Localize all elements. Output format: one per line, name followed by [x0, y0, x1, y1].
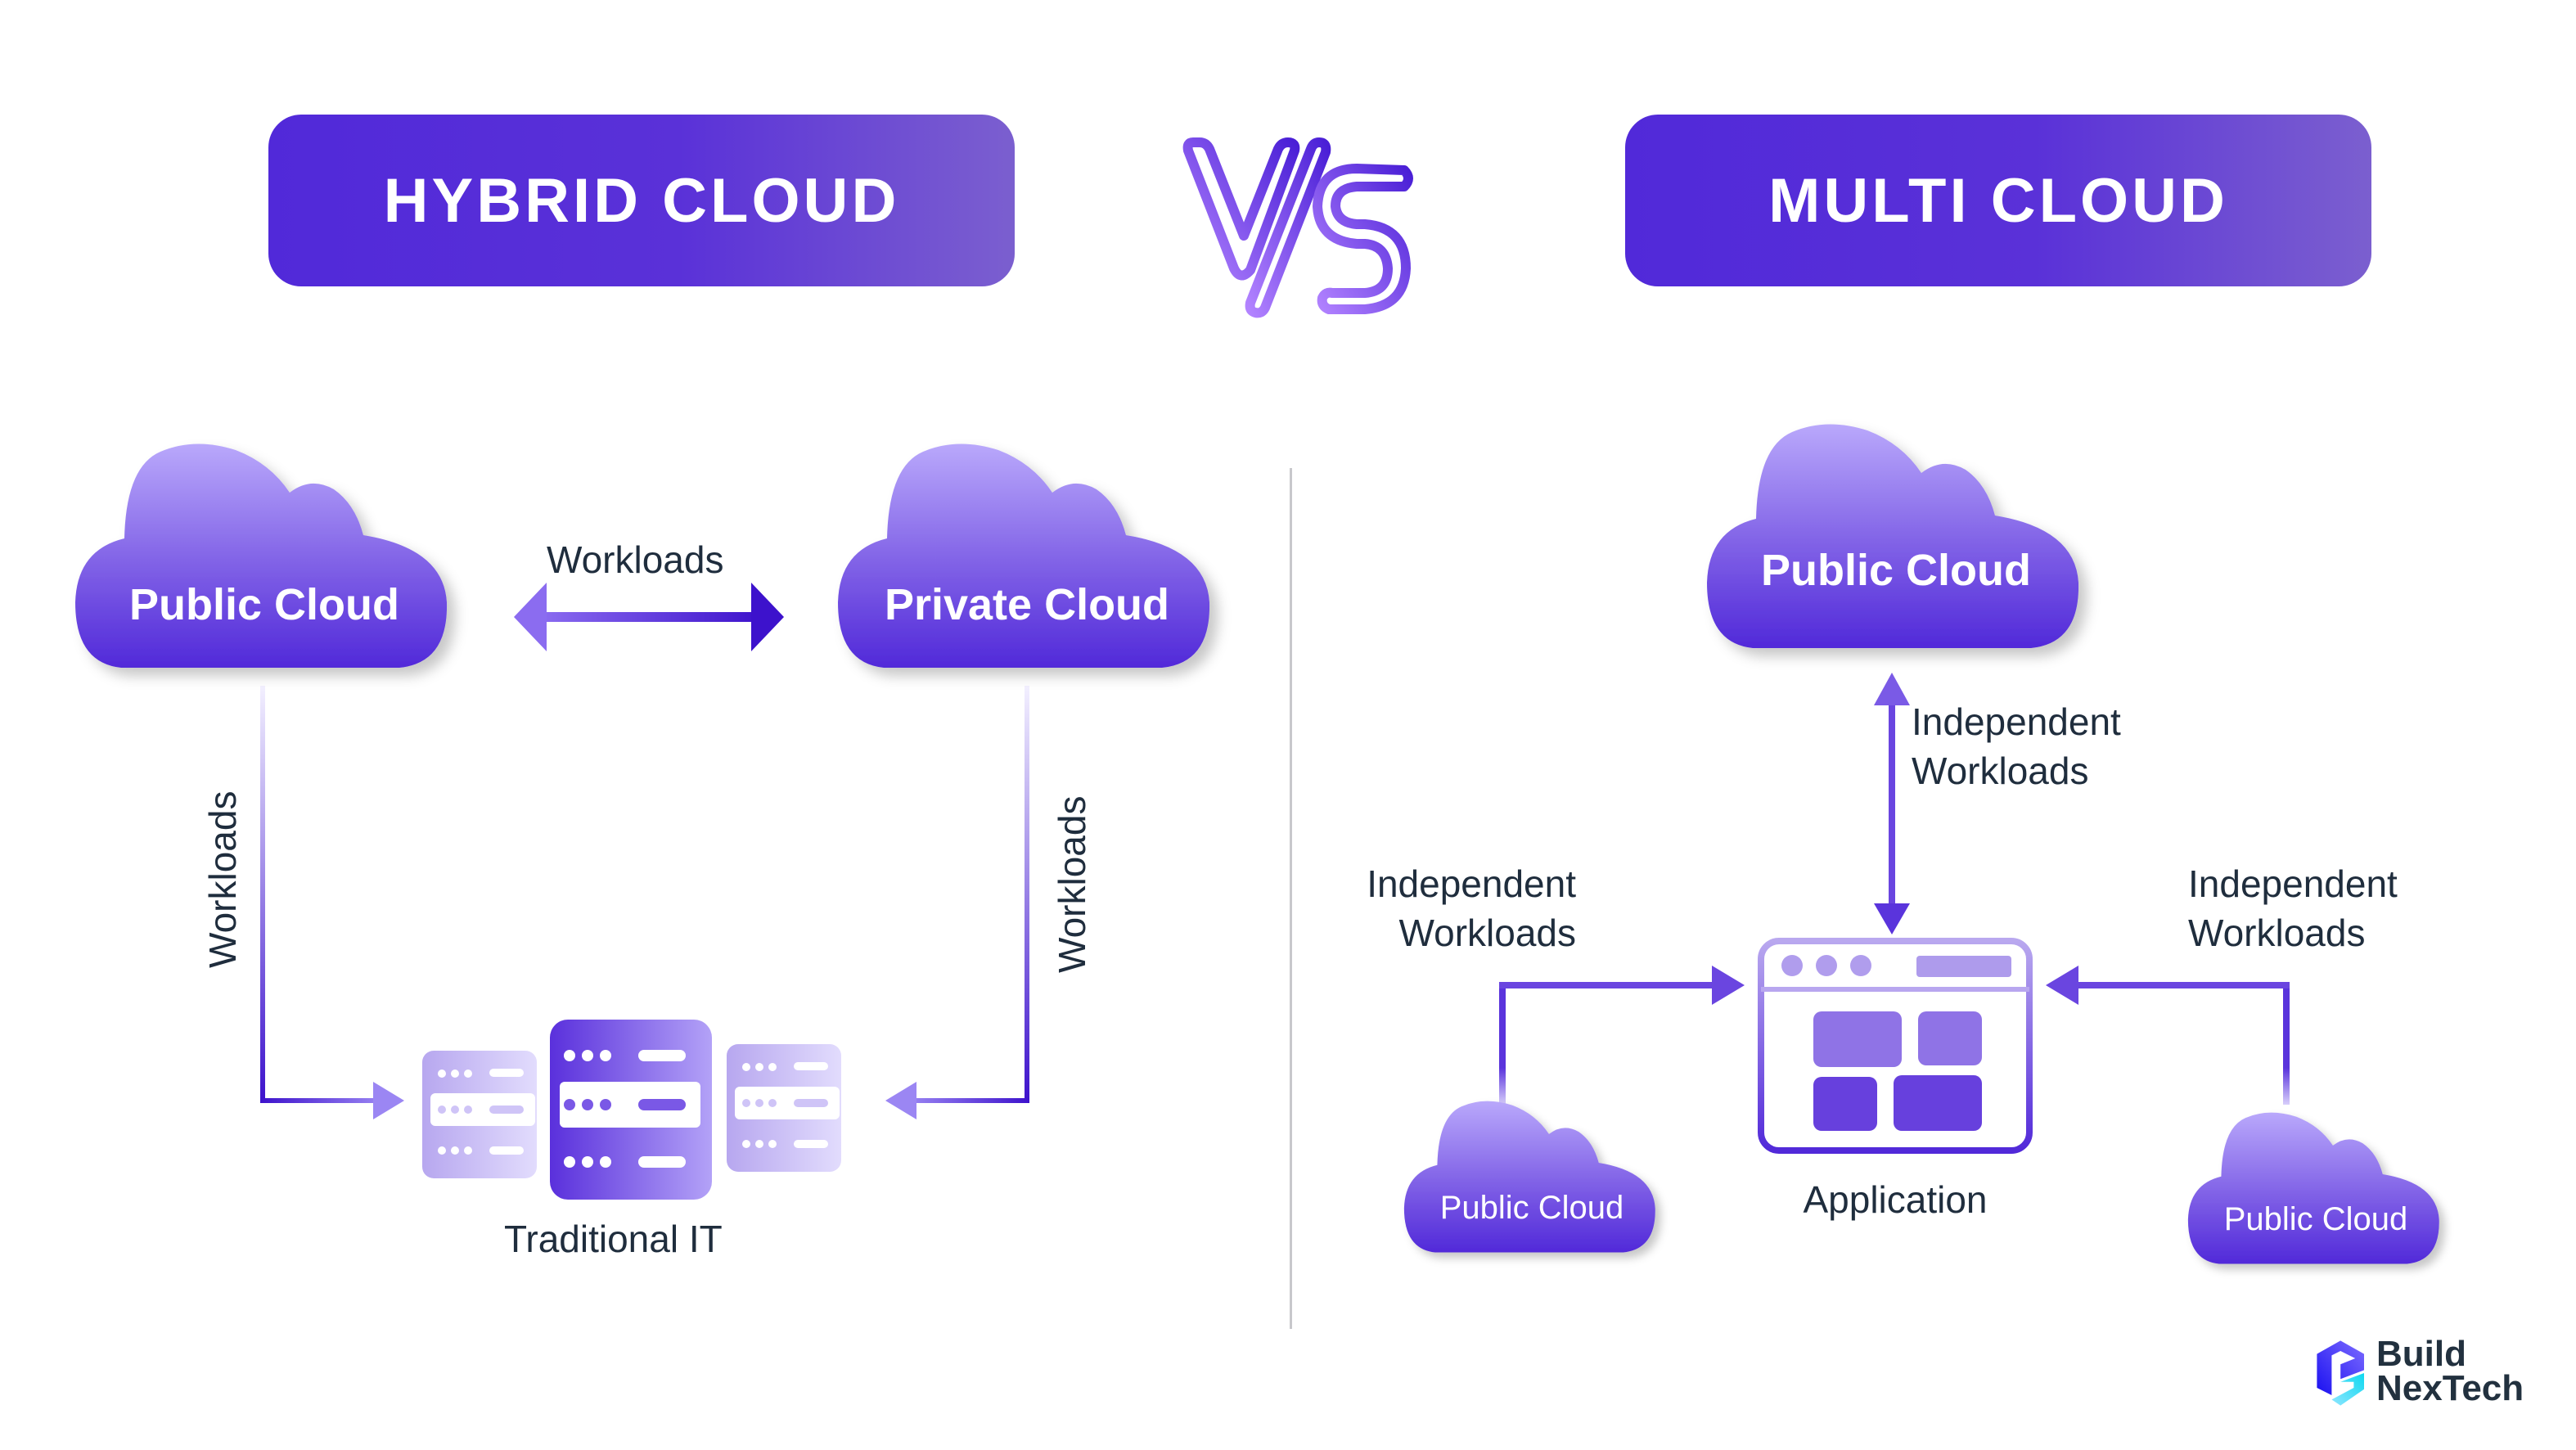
workloads-double-arrow: [514, 583, 784, 651]
hybrid-private-cloud: Private Cloud: [835, 442, 1219, 679]
traditional-it-servers-icon: [419, 1015, 851, 1203]
right-vertical-workloads-label: Workloads: [1051, 795, 1093, 973]
left-vertical-workloads-label: Workloads: [201, 790, 244, 968]
server-center: [550, 1020, 712, 1200]
public-to-traditional-arrow: [260, 686, 404, 1119]
hybrid-public-cloud: Public Cloud: [72, 442, 457, 679]
build-nextech-logo-icon: [2317, 1340, 2364, 1406]
brand-line2: NexTech: [2376, 1368, 2524, 1408]
right-independent-workloads-arrow: [2046, 966, 2290, 1105]
multi-left-public-cloud: Public Cloud: [1401, 1100, 1663, 1260]
hybrid-private-cloud-label: Private Cloud: [884, 580, 1170, 629]
section-divider: [1290, 468, 1292, 1329]
versus-icon: [1170, 131, 1416, 319]
server-right: [727, 1044, 841, 1172]
left-workloads-label-line2: Workloads: [1398, 912, 1576, 954]
horizontal-workloads-label: Workloads: [547, 538, 724, 581]
multi-right-public-cloud: Public Cloud: [2185, 1111, 2447, 1272]
top-workloads-label-line2: Workloads: [1912, 750, 2089, 792]
brand-logo: Build NexTech: [2313, 1332, 2558, 1422]
hybrid-public-cloud-label: Public Cloud: [129, 580, 399, 629]
multi-cloud-title: MULTI CLOUD: [1625, 115, 2371, 286]
traditional-it-label: Traditional IT: [504, 1218, 723, 1260]
multi-right-public-cloud-label: Public Cloud: [2223, 1201, 2408, 1237]
multi-cloud-title-text: MULTI CLOUD: [1768, 165, 2228, 236]
left-workloads-label: Independent Workloads: [1327, 859, 1576, 957]
private-to-traditional-arrow: [885, 686, 1029, 1119]
hybrid-cloud-title-text: HYBRID CLOUD: [383, 165, 900, 236]
multi-top-public-cloud: Public Cloud: [1704, 422, 2088, 660]
cloud-icon: [838, 444, 1210, 668]
top-independent-workloads-arrow: [1874, 673, 1910, 934]
brand-name: Build NexTech: [2376, 1334, 2524, 1408]
top-workloads-label: Independent Workloads: [1912, 697, 2121, 795]
multi-top-public-cloud-label: Public Cloud: [1761, 546, 2031, 595]
cloud-icon: [1707, 424, 2079, 648]
left-workloads-label-line1: Independent: [1367, 862, 1576, 905]
application-label: Application: [1803, 1178, 1988, 1221]
cloud-icon: [2187, 1112, 2439, 1264]
right-workloads-label-line1: Independent: [2188, 862, 2398, 905]
right-workloads-label-line2: Workloads: [2188, 912, 2366, 954]
brand-line1: Build: [2376, 1334, 2466, 1374]
hybrid-cloud-title: HYBRID CLOUD: [268, 115, 1015, 286]
server-left: [422, 1051, 537, 1178]
right-workloads-label: Independent Workloads: [2188, 859, 2398, 957]
cloud-icon: [1403, 1101, 1655, 1253]
top-workloads-label-line1: Independent: [1912, 700, 2121, 743]
application-window-icon: [1758, 938, 2033, 1154]
left-independent-workloads-arrow: [1499, 966, 1745, 1105]
cloud-icon: [75, 444, 448, 668]
multi-left-public-cloud-label: Public Cloud: [1439, 1190, 1624, 1226]
